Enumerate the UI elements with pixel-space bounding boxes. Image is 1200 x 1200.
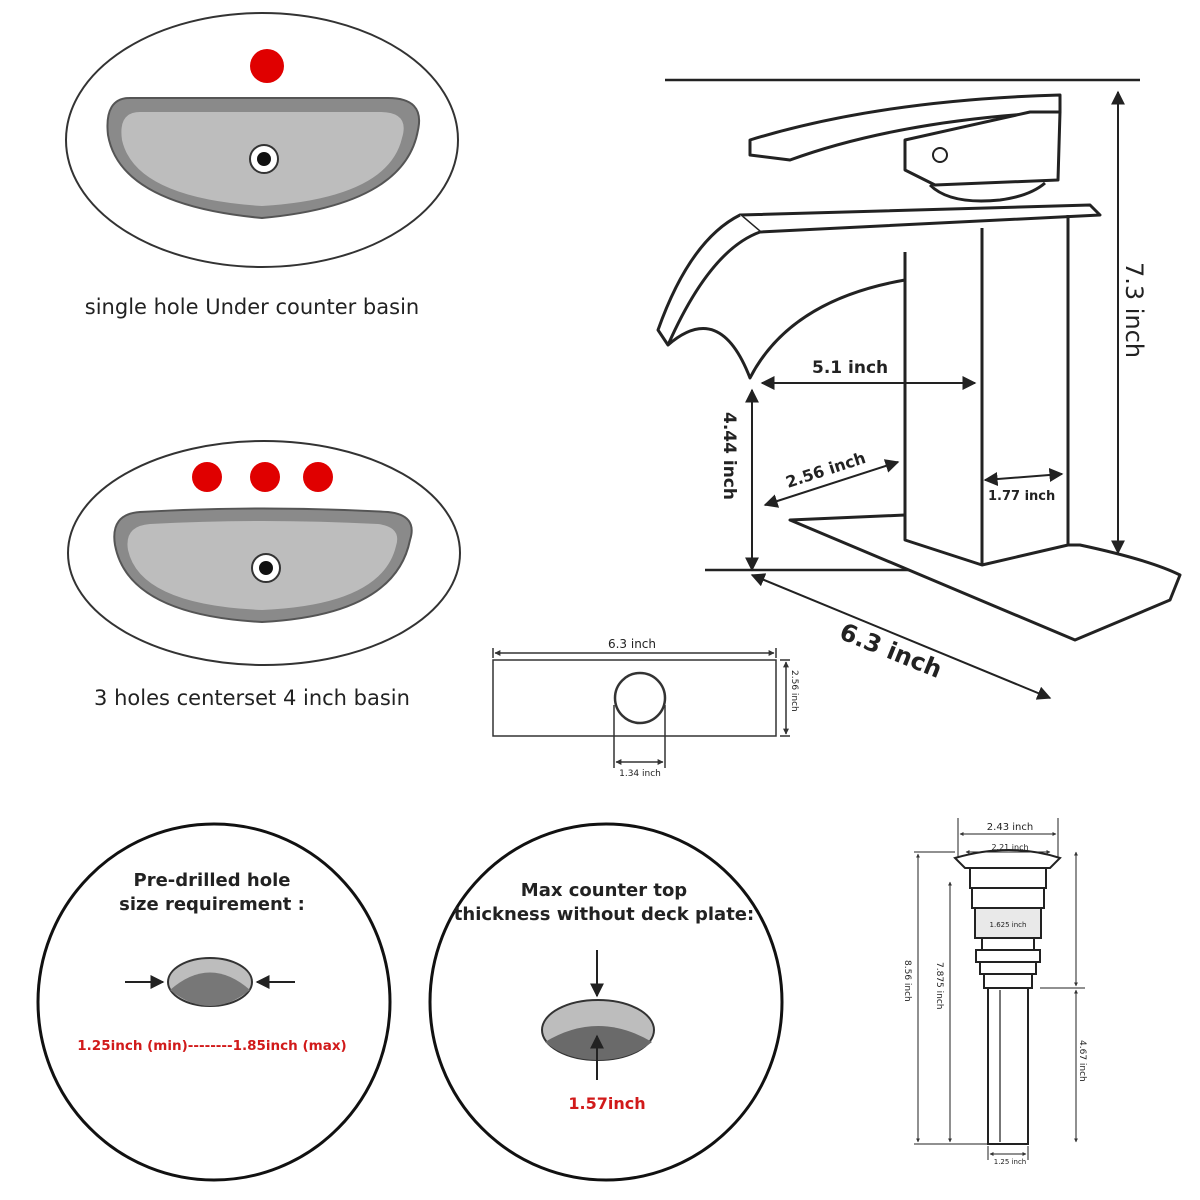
deck-plate-top-view bbox=[492, 648, 790, 768]
thickness-value: 1.57inch bbox=[568, 1094, 645, 1113]
body-width-label: 1.77 inch bbox=[988, 489, 1055, 504]
three-hole-basin: 3 holes centerset 4 inch basin bbox=[67, 440, 461, 710]
handle-base-ring bbox=[928, 181, 1046, 203]
min-size-label: 1.25inch (min) bbox=[77, 1038, 188, 1054]
counter-thickness-panel bbox=[428, 822, 784, 1182]
deck-plate-rect bbox=[492, 659, 777, 737]
hole-size-label: 1.34 inch bbox=[619, 769, 661, 779]
three-holes-label: 3 holes centerset 4 inch basin bbox=[94, 686, 410, 710]
body-top-plate bbox=[738, 203, 1102, 234]
drain-inner-width-label: 2.21 inch bbox=[991, 843, 1028, 852]
predrilled-hole-panel bbox=[36, 822, 392, 1182]
hole-requirement-title-2: size requirement : bbox=[119, 894, 305, 915]
drain-nut-1 bbox=[981, 937, 1035, 951]
drain-flange bbox=[969, 867, 1047, 889]
height-label: 7.3 inch bbox=[1120, 262, 1148, 358]
plate-length-label: 6.3 inch bbox=[608, 637, 656, 651]
pop-up-drain-drawing bbox=[914, 818, 1085, 1160]
drain-nut-2 bbox=[975, 949, 1041, 963]
counter-thickness-title-1: Max counter top bbox=[521, 880, 688, 901]
deck-depth-dimension-arrow bbox=[763, 459, 900, 508]
drain-top-width-label: 2.43 inch bbox=[987, 822, 1033, 833]
faucet-hole-marker-center bbox=[250, 462, 280, 492]
drain-label-band bbox=[974, 907, 1042, 939]
deck-length-dimension-arrow bbox=[750, 573, 1052, 700]
drain-lower-height-label: 4.67 inch bbox=[1077, 1040, 1087, 1082]
deck-length-label: 6.3 inch bbox=[836, 618, 946, 684]
drain-collar bbox=[971, 887, 1045, 909]
hole-requirement-title-1: Pre-drilled hole bbox=[134, 870, 291, 891]
counter-thickness-title-2: thickness without deck plate: bbox=[454, 904, 754, 925]
range-separator: -------- bbox=[188, 1038, 233, 1054]
faucet-hole-marker-left bbox=[192, 462, 222, 492]
body-width-dimension-arrow bbox=[983, 468, 1064, 486]
faucet-hole-marker-right bbox=[303, 462, 333, 492]
drain-bottom-width-label: 1.25 inch bbox=[994, 1158, 1026, 1166]
drain-hole-center bbox=[259, 561, 273, 575]
max-size-label: 1.85inch (max) bbox=[233, 1038, 347, 1054]
handle-block bbox=[903, 110, 1062, 187]
drain-mid-height-label: 7.875 inch bbox=[934, 962, 944, 1009]
faucet-hole-marker bbox=[250, 49, 284, 83]
single-hole-basin: single hole Under counter basin bbox=[65, 12, 459, 319]
drain-hole-center bbox=[257, 152, 271, 166]
drain-tailpiece bbox=[987, 987, 1029, 1145]
spout-height-label: 4.44 inch bbox=[719, 412, 739, 500]
drain-cap bbox=[953, 849, 1062, 869]
hole-size-range: 1.25inch (min)--------1.85inch (max) bbox=[77, 1038, 346, 1054]
reach-label: 5.1 inch bbox=[812, 358, 888, 378]
waterfall-spout bbox=[656, 213, 761, 347]
hole-shadow bbox=[170, 972, 250, 1006]
drain-nut-4 bbox=[983, 973, 1033, 989]
drain-flange-label: 1.625 inch bbox=[990, 921, 1027, 929]
faucet-hole-icon bbox=[613, 671, 667, 725]
faucet-dimension-drawing bbox=[656, 78, 1182, 700]
drain-total-height-label: 8.56 inch bbox=[902, 960, 912, 1002]
spout-underside bbox=[667, 278, 906, 380]
handle-screw-icon bbox=[932, 147, 948, 163]
drain-nut-3 bbox=[979, 961, 1037, 975]
plate-width-label: 2.56 inch bbox=[789, 670, 799, 712]
single-hole-label: single hole Under counter basin bbox=[85, 295, 419, 319]
